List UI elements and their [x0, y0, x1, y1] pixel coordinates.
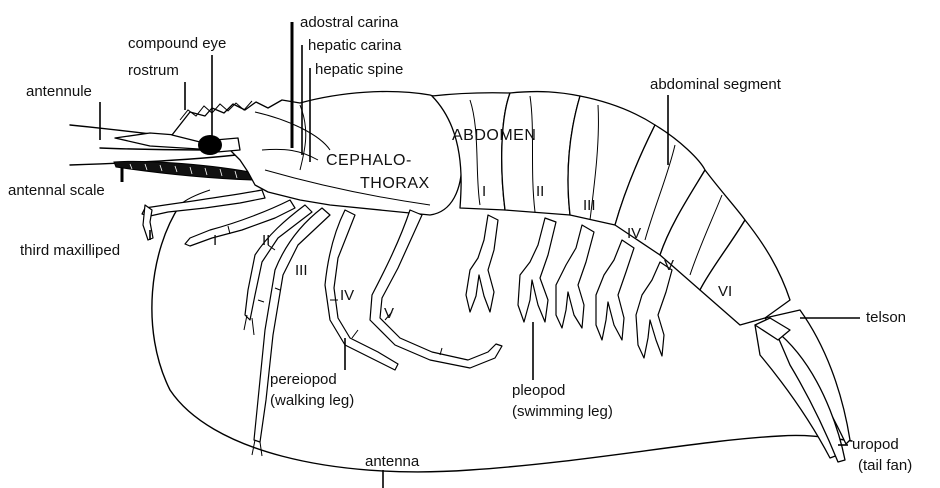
pereiopod-4-shape	[325, 210, 398, 370]
abdominal-numeral-6: VI	[718, 283, 732, 300]
label-pleopod-2: (swimming leg)	[512, 403, 613, 420]
pleopod-4-shape	[596, 240, 634, 340]
label-hepatic-spine: hepatic spine	[315, 61, 403, 78]
pereiopod-numeral-2: II	[262, 232, 270, 249]
pereiopod-numeral-5: V	[384, 305, 394, 322]
pleopod-5-shape	[636, 262, 672, 358]
antennal-scale-shape	[114, 161, 252, 180]
label-telson: telson	[866, 309, 906, 326]
abdominal-numeral-2: II	[536, 183, 544, 200]
pereiopod-numeral-3: III	[295, 262, 308, 279]
abdominal-numeral-4: IV	[627, 225, 641, 242]
pleopod-3-shape	[556, 225, 594, 328]
pleopod-1-shape	[466, 215, 498, 312]
pereiopod-numeral-1: I	[213, 232, 217, 249]
label-antennal-scale: antennal scale	[8, 182, 105, 199]
pleopod-2-shape	[518, 218, 556, 322]
label-antenna: antenna	[365, 453, 420, 470]
pereiopod-numeral-4: IV	[340, 287, 354, 304]
label-hepatic-carina: hepatic carina	[308, 37, 402, 54]
label-pereiopod-2: (walking leg)	[270, 392, 354, 409]
label-uropod-1: uropod	[852, 436, 899, 453]
abdominal-numeral-5: V	[664, 257, 674, 274]
third-maxilliped-tip	[143, 205, 153, 240]
label-third-maxilliped: third maxilliped	[20, 242, 120, 259]
label-abdominal-segment: abdominal segment	[650, 76, 782, 93]
label-adostral-carina: adostral carina	[300, 14, 399, 31]
label-uropod-2: (tail fan)	[858, 457, 912, 474]
label-cephalothorax-1: CEPHALO-	[326, 152, 412, 169]
compound-eye-shape	[198, 135, 222, 155]
third-maxilliped-shape	[142, 190, 265, 216]
label-rostrum: rostrum	[128, 62, 179, 79]
abdominal-numeral-3: III	[583, 197, 596, 214]
label-pereiopod-1: pereiopod	[270, 371, 337, 388]
label-antennule: antennule	[26, 83, 92, 100]
label-compound-eye: compound eye	[128, 35, 226, 52]
label-cephalothorax-2: THORAX	[360, 175, 430, 192]
label-pleopod-1: pleopod	[512, 382, 565, 399]
abdominal-numeral-1: I	[482, 183, 486, 200]
label-abdomen: ABDOMEN	[452, 127, 536, 144]
